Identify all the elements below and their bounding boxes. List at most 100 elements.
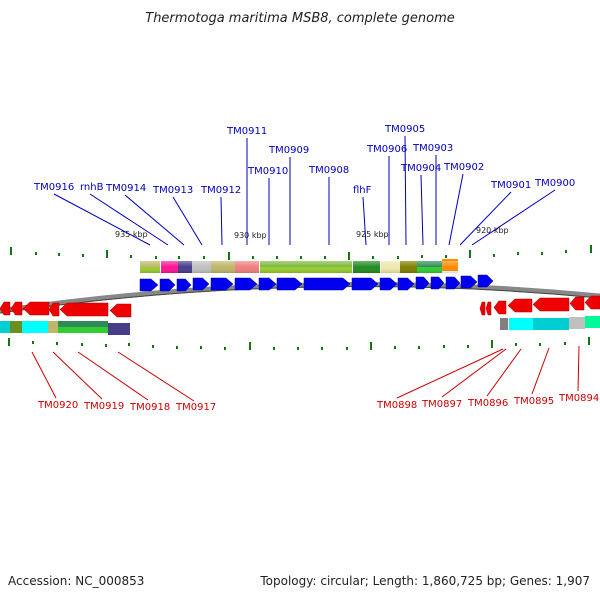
gene-label-tm0918[interactable]: TM0918 (129, 402, 170, 413)
gene-label-tm0917[interactable]: TM0917 (175, 402, 216, 413)
leader-line (420, 174, 424, 246)
scale-tick (32, 341, 34, 344)
gene-label-tm0911[interactable]: TM0911 (226, 126, 267, 137)
scale-tick (321, 347, 323, 350)
scale-tick (152, 345, 154, 348)
forward-gene-arrow (445, 276, 461, 290)
forward-gene-arrow (258, 277, 277, 291)
reverse-gene-arrow (479, 301, 486, 316)
gene-label-tm0896[interactable]: TM0896 (467, 398, 508, 409)
gene-label-tm0909[interactable]: TM0909 (268, 145, 309, 156)
scale-tick (81, 343, 83, 346)
scale-tick (228, 252, 230, 260)
leader-line (220, 196, 223, 246)
scale-tick (469, 250, 471, 258)
scale-tick (372, 256, 374, 259)
forward-gene-arrow (477, 274, 494, 288)
scale-label-920: 920 kbp (476, 226, 509, 235)
forward-gene-arrow (430, 276, 445, 290)
leader-line (396, 348, 504, 399)
scale-tick (155, 256, 157, 259)
scale-tick (58, 253, 60, 256)
feature-band-left (0, 321, 130, 335)
leader-line (53, 193, 151, 246)
scale-tick (418, 346, 420, 349)
gene-label-tm0920[interactable]: TM0920 (37, 400, 78, 411)
reverse-gene-arrow (493, 300, 507, 315)
scale-tick (35, 252, 37, 255)
forward-gene-arrow (210, 277, 234, 291)
reverse-gene-arrow (584, 295, 600, 310)
scale-tick (10, 247, 12, 255)
leader-line (362, 196, 367, 246)
forward-gene-arrow (351, 277, 379, 291)
reverse-gene-labels-left: TM0920 TM0919 TM0918 TM0917 (37, 400, 216, 413)
scale-tick (467, 345, 469, 348)
reverse-gene-arrow (485, 301, 492, 316)
reverse-gene-arrow (22, 301, 50, 316)
leader-line (531, 347, 550, 395)
gene-label-tm0916[interactable]: TM0916 (33, 182, 74, 193)
scale-tick (105, 344, 107, 347)
gene-label-tm0913[interactable]: TM0913 (152, 185, 193, 196)
gene-label-tm0914[interactable]: TM0914 (105, 183, 146, 194)
gene-label-tm0903[interactable]: TM0903 (412, 143, 453, 154)
scale-tick (588, 337, 590, 345)
gene-label-tm0910[interactable]: TM0910 (247, 166, 288, 177)
leader-line (441, 348, 507, 398)
scale-tick (564, 342, 566, 345)
scale-tick (297, 347, 299, 350)
gene-label-tm0908[interactable]: TM0908 (308, 165, 349, 176)
scale-tick (443, 345, 445, 348)
reverse-gene-arrow (507, 298, 533, 313)
forward-gene-arrow (192, 277, 210, 291)
scale-tick (541, 252, 543, 255)
forward-gene-arrow (397, 277, 415, 291)
gene-label-tm0900[interactable]: TM0900 (534, 178, 575, 189)
gene-label-tm0905[interactable]: TM0905 (384, 124, 425, 135)
leader-line (471, 189, 556, 246)
scale-tick (348, 252, 350, 260)
gene-label-tm0912[interactable]: TM0912 (200, 185, 241, 196)
scale-tick (130, 255, 132, 258)
scale-tick (300, 256, 302, 259)
gene-label-tm0904[interactable]: TM0904 (400, 163, 441, 174)
forward-gene-arrow (159, 278, 176, 292)
leader-line (172, 196, 203, 246)
forward-gene-arrow (139, 278, 159, 292)
gene-label-tm0902[interactable]: TM0902 (443, 162, 484, 173)
leader-line (577, 345, 580, 392)
reverse-gene-arrow (569, 296, 585, 311)
accession-text: Accession: NC_000853 (8, 574, 145, 588)
leader-line (31, 351, 57, 399)
gene-label-tm0895[interactable]: TM0895 (513, 396, 554, 407)
reverse-gene-labels-right: TM0898 TM0897 TM0896 TM0895 TM0894 (376, 393, 599, 411)
gene-label-tm0894[interactable]: TM0894 (558, 393, 599, 404)
scale-tick (515, 343, 517, 346)
leader-line (89, 193, 169, 246)
feature-band-top-shade (140, 261, 458, 273)
gene-label-tm0901[interactable]: TM0901 (490, 180, 531, 191)
gene-label-tm0897[interactable]: TM0897 (421, 399, 462, 410)
reverse-gene-arrow (10, 301, 23, 316)
scale-tick (590, 245, 592, 253)
scale-tick (8, 338, 10, 346)
gene-label-tm0898[interactable]: TM0898 (376, 400, 417, 411)
label-leader-lines (31, 135, 580, 402)
forward-gene-arrow (276, 277, 303, 291)
forward-gene-arrow (415, 276, 430, 290)
scale-tick (421, 255, 423, 258)
scale-tick (394, 346, 396, 349)
forward-gene-labels: TM0916 rnhB TM0914 TM0913 TM0912 TM0911 … (33, 124, 575, 196)
scale-tick (491, 340, 493, 348)
scale-tick (370, 342, 372, 350)
leader-line (404, 135, 407, 246)
gene-label-flhf[interactable]: flhF (353, 185, 372, 196)
gene-label-tm0906[interactable]: TM0906 (366, 144, 407, 155)
gene-label-rnhb[interactable]: rnhB (80, 182, 104, 193)
gene-label-tm0919[interactable]: TM0919 (83, 401, 124, 412)
reverse-gene-arrow (59, 302, 109, 317)
forward-gene-arrow (379, 277, 398, 291)
scale-ticks-top (10, 245, 592, 260)
